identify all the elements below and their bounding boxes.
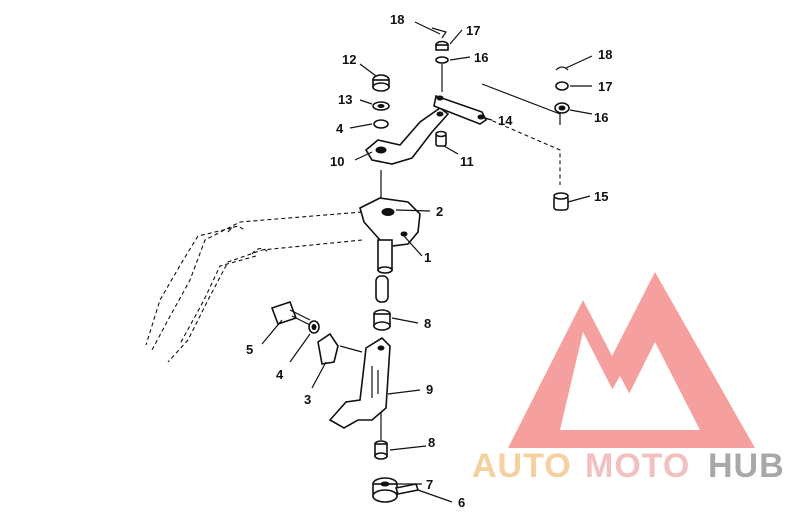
callout-3: 3 <box>304 392 311 407</box>
bolt-assembly <box>270 300 363 365</box>
callout-labels: 18 17 16 18 17 16 12 13 4 10 11 14 15 2 … <box>246 12 612 510</box>
shift-cable <box>145 211 363 363</box>
callout-17-right: 17 <box>598 79 612 94</box>
bushing-upper <box>373 309 391 331</box>
callout-2: 2 <box>436 204 443 219</box>
watermark-logo: AUTO MOTO HUB <box>472 272 785 485</box>
callout-9: 9 <box>426 382 433 397</box>
shift-arm <box>359 197 421 274</box>
callout-7: 7 <box>426 477 433 492</box>
watermark-hub: HUB <box>708 447 785 485</box>
callout-12: 12 <box>342 52 356 67</box>
callout-4-lower: 4 <box>276 367 284 382</box>
callout-8-upper: 8 <box>424 316 431 331</box>
callout-16-top: 16 <box>474 50 488 65</box>
watermark-auto: AUTO <box>472 447 572 485</box>
callout-17-top: 17 <box>466 23 480 38</box>
bushing-lower <box>374 440 388 460</box>
bracket <box>328 336 391 429</box>
leader-lines <box>261 21 593 503</box>
callout-1: 1 <box>424 250 431 265</box>
callout-11: 11 <box>460 154 474 169</box>
callout-6: 6 <box>458 495 465 510</box>
callout-8-lower: 8 <box>428 435 435 450</box>
watermark-moto: MOTO <box>585 447 690 485</box>
callout-14: 14 <box>498 113 513 128</box>
watermark-triangle-icon <box>508 272 755 448</box>
collar <box>372 477 420 503</box>
callout-16-right: 16 <box>594 110 608 125</box>
callout-15: 15 <box>594 189 608 204</box>
callout-13: 13 <box>338 92 352 107</box>
callout-4-upper: 4 <box>336 121 344 136</box>
callout-18-right: 18 <box>598 47 612 62</box>
callout-18-top: 18 <box>390 12 404 27</box>
upper-linkage <box>364 27 570 211</box>
callout-5: 5 <box>246 342 253 357</box>
callout-10: 10 <box>330 154 344 169</box>
